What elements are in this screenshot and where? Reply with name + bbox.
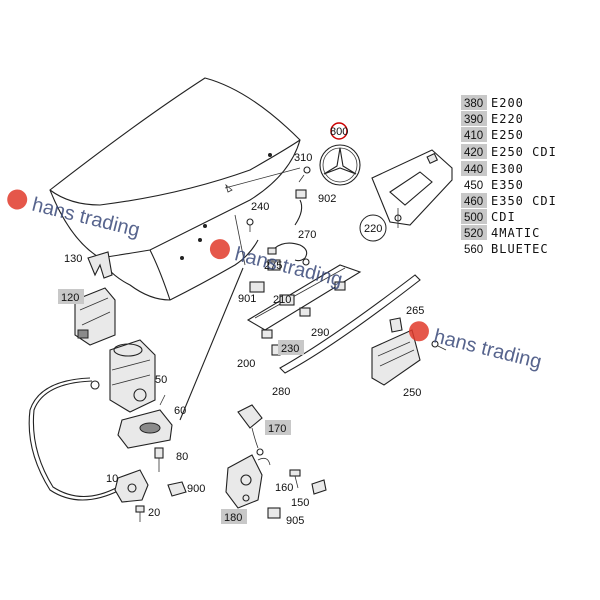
watermark-logo-icon: [408, 321, 429, 342]
lock-cylinder-50: [109, 339, 156, 413]
legend-text-460: E350 CDI: [491, 194, 557, 208]
clip-905: [267, 507, 281, 519]
clip-150b: [311, 479, 327, 495]
callout-901: 901: [238, 293, 256, 305]
callout-labels: 800 310 902 240 270 220 130 275 120 901 …: [58, 122, 424, 527]
callout-902: 902: [318, 193, 336, 205]
latch-10: [114, 469, 149, 503]
watermark-logo-icon: [209, 239, 230, 260]
callout-220: 220: [364, 223, 382, 235]
callout-50: 50: [155, 374, 167, 386]
cable-270: [267, 242, 310, 266]
watermark-text: hans trading: [233, 243, 345, 291]
callout-310: 310: [294, 152, 312, 164]
lock-120: [74, 287, 116, 346]
callout-80: 80: [176, 451, 188, 463]
callout-170: 170: [268, 423, 286, 435]
watermark-logo-icon: [7, 189, 28, 210]
screw-80: [154, 447, 164, 472]
clip-310: [298, 166, 311, 183]
actuator-160: [225, 454, 271, 509]
legend-num-460: 460: [464, 196, 483, 208]
callout-10: 10: [106, 473, 118, 485]
callout-265: 265: [406, 305, 424, 317]
watermark-text: hans trading: [30, 194, 142, 242]
legend-num-380: 380: [464, 98, 483, 110]
legend-text-440: E300: [491, 162, 524, 176]
callout-250: 250: [403, 387, 421, 399]
legend-text-380: E200: [491, 96, 524, 110]
wire-902: [294, 189, 307, 226]
callout-60: 60: [174, 405, 186, 417]
callout-130: 130: [64, 253, 82, 265]
model-legend: 380 E200 390 E220 410 E250 420 E250 CDI …: [461, 95, 557, 256]
watermark-text: hans trading: [432, 325, 544, 373]
trim-strip-290: [246, 259, 362, 356]
legend-text-520: 4MATIC: [491, 226, 540, 240]
legend-num-440: 440: [464, 164, 483, 176]
bracket-130: [87, 251, 113, 279]
callout-210: 210: [273, 294, 291, 306]
legend-num-420: 420: [464, 147, 483, 159]
legend-text-560: BLUETEC: [491, 242, 549, 256]
legend-num-410: 410: [464, 130, 483, 142]
cover-250: [371, 329, 421, 386]
callout-900: 900: [187, 483, 205, 495]
callout-220-ring: [359, 214, 387, 242]
callout-150: 150: [291, 497, 309, 509]
legend-text-450: E350: [491, 178, 524, 192]
rod: [179, 267, 244, 421]
bolt-20: [135, 505, 145, 522]
watermark-2: hans trading: [209, 239, 345, 291]
clip-900: [167, 481, 187, 497]
legend-num-500: 500: [464, 212, 483, 224]
legend-text-410: E250: [491, 128, 524, 142]
callout-20: 20: [148, 507, 160, 519]
star-emblem: [319, 144, 361, 186]
legend-num-390: 390: [464, 114, 483, 126]
callout-200: 200: [237, 358, 255, 370]
switch-170: [237, 404, 264, 456]
legend-num-560: 560: [464, 244, 483, 256]
legend-num-520: 520: [464, 228, 483, 240]
legend-num-450: 450: [464, 180, 483, 192]
clip-265: [389, 317, 447, 351]
legend-text-390: E220: [491, 112, 524, 126]
legend-text-500: CDI: [491, 210, 516, 224]
bolt-240: [246, 218, 254, 232]
legend-text-420: E250 CDI: [491, 145, 557, 159]
callout-180: 180: [224, 512, 242, 524]
callout-290: 290: [311, 327, 329, 339]
plate-panel: [371, 149, 453, 228]
callout-160: 160: [275, 482, 293, 494]
callout-230: 230: [281, 343, 299, 355]
chrome-strip-280: [279, 274, 421, 374]
callout-800: 800: [330, 126, 348, 138]
callout-240: 240: [251, 201, 269, 213]
callout-270: 270: [298, 229, 316, 241]
watermark-3: hans trading: [408, 321, 544, 373]
callout-905: 905: [286, 515, 304, 527]
handle-base-60: [117, 394, 173, 449]
screw-150: [289, 469, 301, 489]
bowden-cable: [28, 377, 121, 501]
callout-120: 120: [61, 292, 79, 304]
callout-275: 275: [264, 260, 282, 272]
callout-280: 280: [272, 386, 290, 398]
